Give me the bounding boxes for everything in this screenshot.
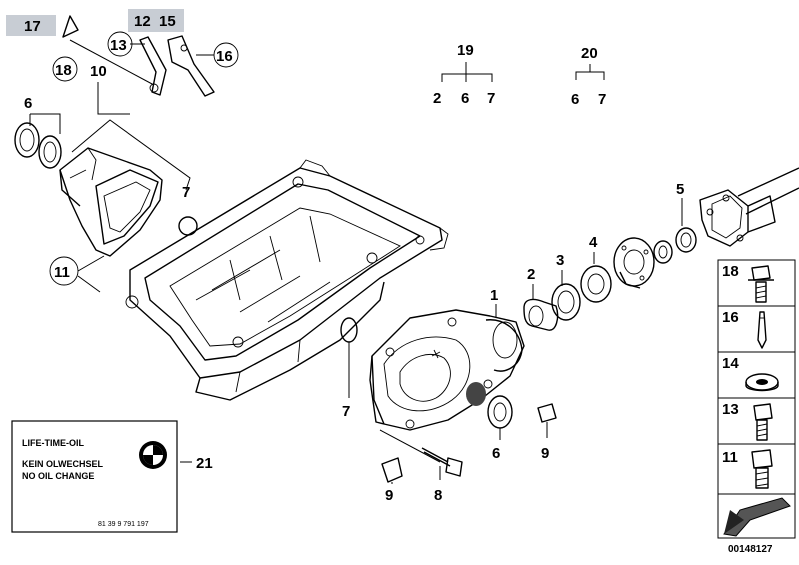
brand-roundel-logo xyxy=(139,441,167,469)
bearing-part-3 xyxy=(551,283,581,321)
callout-3[interactable]: 3 xyxy=(556,252,564,269)
label-line-2: KEIN OLWECHSEL xyxy=(22,459,104,469)
callout-19-7[interactable]: 7 xyxy=(487,90,495,107)
seal-part-4-inner xyxy=(587,273,605,295)
spacer-part-2 xyxy=(523,298,559,331)
seal-ring-inner xyxy=(19,128,35,152)
callout-4[interactable]: 4 xyxy=(589,234,598,251)
bracket-hole xyxy=(180,44,188,52)
callout-18[interactable]: 18 xyxy=(55,62,72,79)
callout-1[interactable]: 1 xyxy=(490,287,498,304)
legend-item-16[interactable]: 16 xyxy=(722,309,739,326)
hex-bolt-icon xyxy=(753,403,773,441)
bolt-part-8 xyxy=(421,447,463,477)
seal-part-6-right xyxy=(487,395,513,429)
legend-item-11[interactable]: 11 xyxy=(722,449,738,466)
bracket-line-6 xyxy=(29,113,61,134)
callout-17[interactable]: 17 xyxy=(24,18,41,35)
legend-item-13[interactable]: 13 xyxy=(722,401,739,418)
callout-9-left[interactable]: 9 xyxy=(385,487,393,504)
o-ring-part-7-center xyxy=(340,317,358,343)
callout-16[interactable]: 16 xyxy=(216,48,233,65)
seal-part-5 xyxy=(675,227,697,253)
callout-19-2[interactable]: 2 xyxy=(433,90,441,107)
marker-17-bg xyxy=(6,15,56,36)
washer-flange xyxy=(653,240,673,264)
callout-20[interactable]: 20 xyxy=(581,45,598,62)
label-part-number: 81 39 9 791 197 xyxy=(98,521,149,528)
callout-6-top[interactable]: 6 xyxy=(24,95,32,112)
leader-line xyxy=(77,255,105,293)
leader-line xyxy=(71,119,191,191)
callout-11[interactable]: 11 xyxy=(54,264,70,281)
callout-10[interactable]: 10 xyxy=(90,63,107,80)
leader-line xyxy=(379,429,441,480)
label-line-1: LIFE-TIME-OIL xyxy=(22,438,84,448)
bracket-hole xyxy=(149,83,159,93)
hex-bolt-icon xyxy=(751,449,773,489)
callout-7-center[interactable]: 7 xyxy=(342,403,350,420)
spacer-part-2-inner xyxy=(528,305,544,327)
seal-ring-part-6 xyxy=(14,122,40,158)
plug-part-9-left xyxy=(381,457,403,483)
diagram-id: 00148127 xyxy=(728,544,773,555)
kit-bracket-19 xyxy=(441,62,493,82)
fastener-legend xyxy=(717,259,796,539)
callout-12[interactable]: 12 xyxy=(134,13,151,30)
washer-flange-inner xyxy=(658,245,668,259)
marker-12-15-bg xyxy=(128,9,184,32)
callout-20-7[interactable]: 7 xyxy=(598,91,606,108)
callout-19-6[interactable]: 6 xyxy=(461,90,469,107)
callout-15[interactable]: 15 xyxy=(159,13,176,30)
propeller-shaft xyxy=(699,167,799,247)
label-line-3: NO OIL CHANGE xyxy=(22,471,94,481)
input-flange xyxy=(613,237,655,289)
callout-9-right[interactable]: 9 xyxy=(541,445,549,462)
callout-18-circle xyxy=(52,56,78,82)
seal-ring-part-7 xyxy=(38,135,62,169)
bolt-flange-icon xyxy=(748,265,774,303)
callout-21[interactable]: 21 xyxy=(196,455,213,472)
seal-ring-inner xyxy=(43,141,57,163)
seal-part-5-inner xyxy=(680,232,692,248)
callout-6-right[interactable]: 6 xyxy=(492,445,500,462)
washer-icon xyxy=(745,373,779,392)
plug-part-9-right xyxy=(537,403,557,423)
o-ring-part-7 xyxy=(178,216,198,236)
legend-item-14[interactable]: 14 xyxy=(722,355,739,372)
callout-13[interactable]: 13 xyxy=(110,37,127,54)
bracket-line-10 xyxy=(97,82,130,115)
seal-part-6-right-inner xyxy=(493,402,507,422)
bracket-part-12 xyxy=(139,36,167,96)
kit-bracket-20 xyxy=(575,64,605,80)
callout-8[interactable]: 8 xyxy=(434,487,442,504)
rear-differential-part-1 xyxy=(369,309,525,431)
oil-label-card xyxy=(11,420,178,533)
bracket-part-15 xyxy=(167,35,215,97)
bearing-part-3-inner xyxy=(557,290,575,314)
callout-19[interactable]: 19 xyxy=(457,42,474,59)
callout-7-left[interactable]: 7 xyxy=(182,184,190,201)
oil-sump-housing xyxy=(125,159,449,401)
seal-part-4 xyxy=(580,265,612,303)
output-flange-housing xyxy=(59,147,163,257)
cap-part-17 xyxy=(62,15,79,38)
callout-2[interactable]: 2 xyxy=(527,266,535,283)
pin-icon xyxy=(757,311,767,349)
callout-20-6[interactable]: 6 xyxy=(571,91,579,108)
legend-item-18[interactable]: 18 xyxy=(722,263,739,280)
next-page-arrow-icon[interactable] xyxy=(723,497,791,537)
callout-5[interactable]: 5 xyxy=(676,181,684,198)
leader-line xyxy=(69,39,155,86)
